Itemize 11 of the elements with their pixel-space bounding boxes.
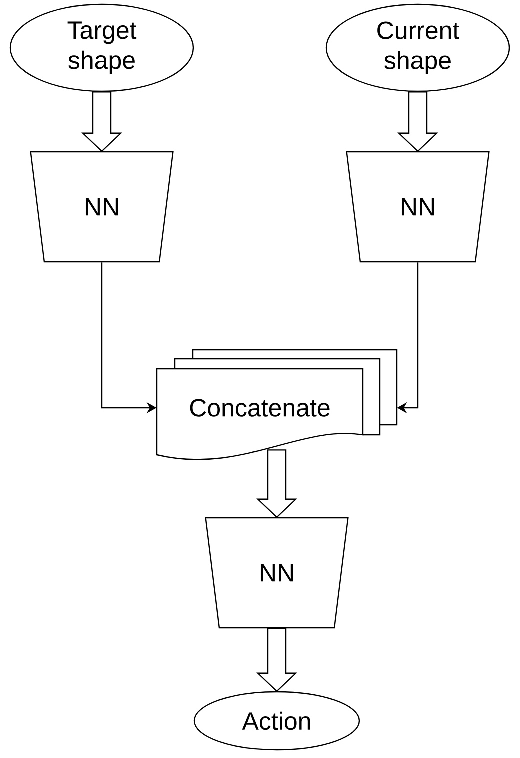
hollow-arrow: [398, 92, 438, 152]
ellipse-node: Target shape: [10, 4, 194, 92]
hollow-arrow: [82, 92, 123, 152]
hollow-arrow: [256, 628, 298, 692]
ellipse-node: Action: [194, 691, 360, 751]
trapezoid-block: NN: [205, 517, 349, 629]
document-stack: Concatenate: [156, 349, 398, 460]
ellipse-node: Current shape: [326, 4, 510, 92]
hollow-arrow: [256, 450, 298, 518]
trapezoid-block: NN: [346, 151, 490, 263]
trapezoid-block: NN: [30, 151, 174, 263]
